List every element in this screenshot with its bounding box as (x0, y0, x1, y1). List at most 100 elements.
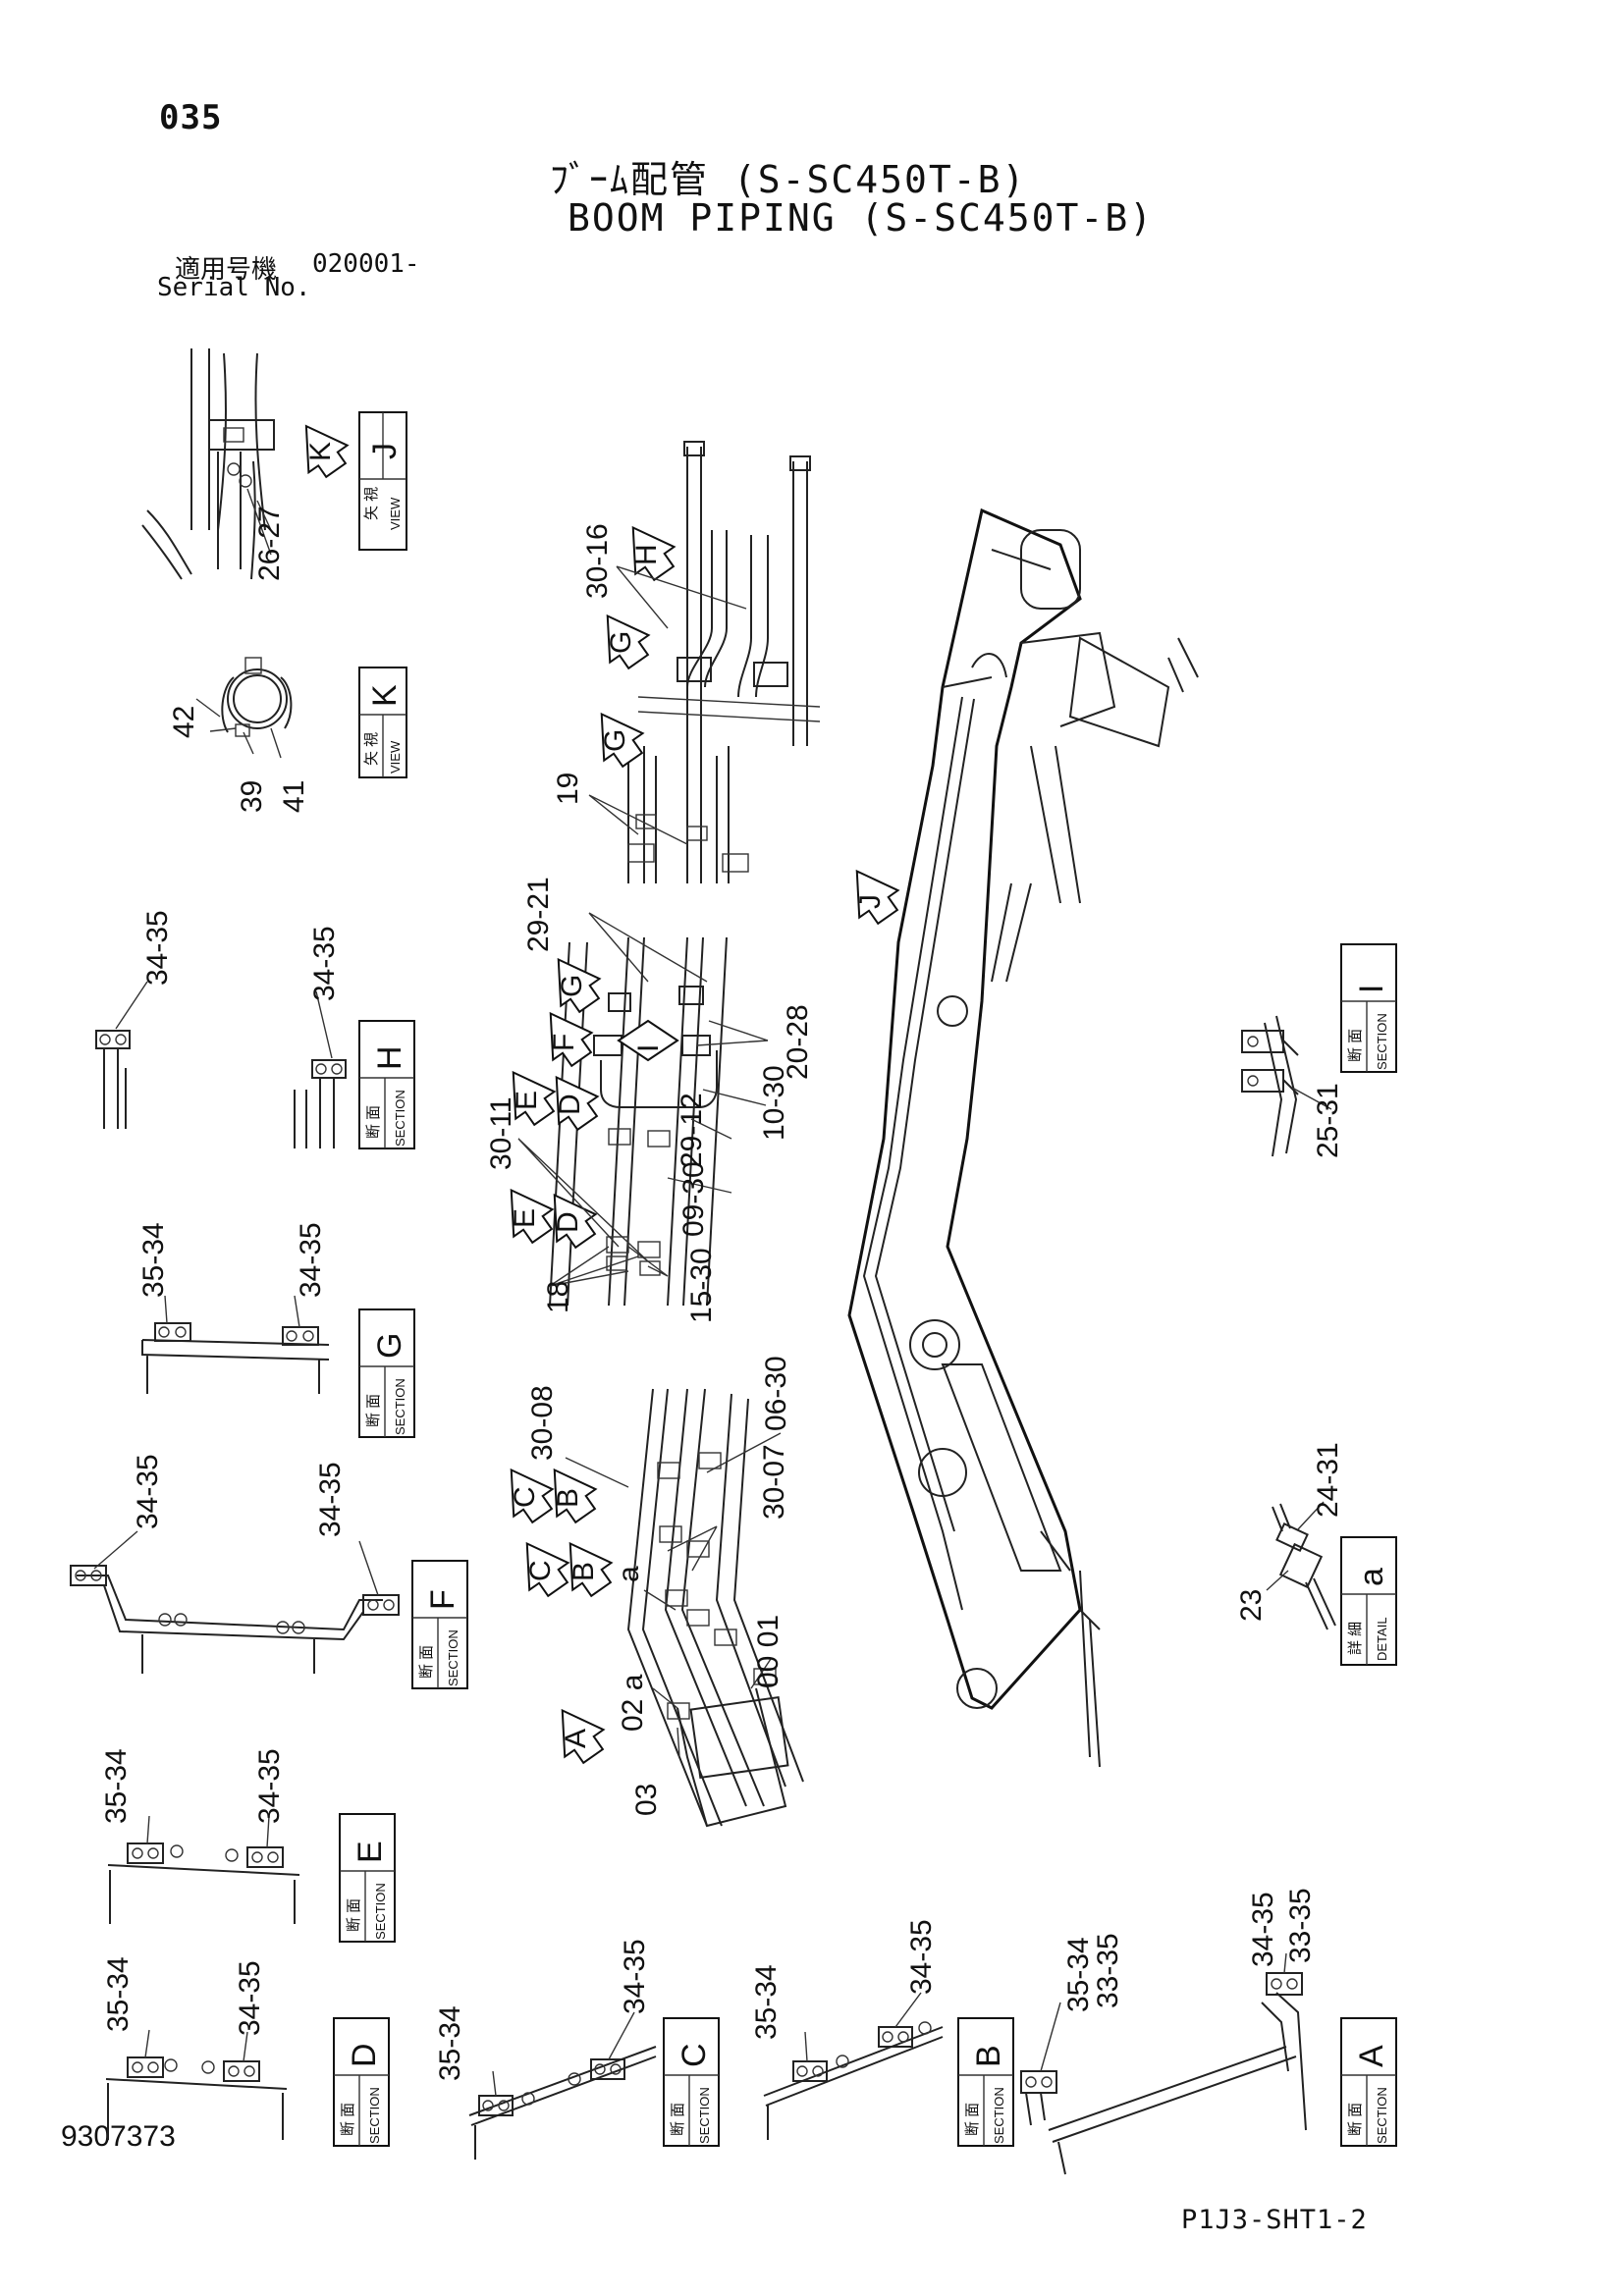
callout-06-30: 06-30 (760, 1356, 792, 1431)
svg-text:断 面: 断 面 (964, 2103, 981, 2136)
svg-text:I: I (1353, 985, 1390, 993)
svg-text:G: G (605, 631, 637, 654)
callout-33-35-left: 33-35 (1092, 1933, 1124, 2008)
svg-text:C: C (509, 1486, 541, 1508)
serial-value: 020001- (312, 249, 420, 279)
svg-text:J: J (854, 894, 887, 909)
svg-text:G: G (556, 975, 588, 997)
callout-23: 23 (1235, 1589, 1268, 1622)
callout-20-28: 20-28 (782, 1004, 814, 1080)
svg-text:B: B (970, 2045, 1007, 2067)
section-f-sketch (70, 1565, 400, 1674)
callout-c-left: 35-34 (434, 2005, 466, 2081)
callout-29-12: 29-12 (676, 1093, 708, 1168)
label-box-section-i: 断 面 SECTION I (1340, 943, 1397, 1073)
svg-text:E: E (511, 1091, 543, 1110)
label-box-section-h: 断 面 SECTION H (358, 1020, 415, 1149)
svg-text:断 面: 断 面 (1347, 2103, 1364, 2136)
svg-text:断 面: 断 面 (340, 2103, 356, 2136)
callout-e-left: 35-34 (100, 1748, 133, 1824)
svg-text:断 面: 断 面 (365, 1394, 382, 1427)
serial-label-en: Serial No. (157, 273, 311, 302)
view-arrow-c-lower: C (524, 1541, 570, 1598)
callout-10-30: 10-30 (758, 1065, 790, 1141)
view-arrow-g-upper: G (605, 614, 651, 670)
view-arrow-h: H (630, 525, 677, 582)
callout-19: 19 (552, 773, 584, 805)
svg-text:断 面: 断 面 (1347, 1029, 1364, 1062)
callout-39: 39 (236, 780, 268, 813)
view-j-detail (141, 348, 275, 580)
callout-d-left: 35-34 (102, 1956, 135, 2032)
callout-30-08: 30-08 (526, 1385, 559, 1461)
central-piping-lower (626, 1388, 804, 1828)
callout-30-11: 30-11 (485, 1096, 517, 1170)
svg-text:K: K (366, 684, 404, 707)
label-box-section-c: 断 面 SECTION C (663, 2017, 720, 2147)
callout-a-upper: a (613, 1566, 645, 1582)
callout-h-right: 34-35 (308, 926, 341, 1001)
section-e-sketch (107, 1842, 300, 1924)
document-number: 9307373 (61, 2120, 176, 2153)
view-k-clamp-detail (195, 657, 293, 737)
callout-g-left: 35-34 (137, 1222, 170, 1298)
svg-text:SECTION: SECTION (697, 2087, 712, 2144)
section-marker-i: I (617, 1019, 679, 1062)
svg-text:断 面: 断 面 (418, 1645, 435, 1679)
section-b-sketch (763, 2021, 944, 2140)
svg-text:D: D (346, 2043, 383, 2067)
svg-text:SECTION: SECTION (367, 2087, 382, 2144)
callout-02-a: 02 a (617, 1674, 649, 1732)
view-arrow-d-lower: D (552, 1193, 598, 1250)
svg-text:H: H (371, 1045, 408, 1070)
callout-h-left: 34-35 (141, 910, 174, 986)
callout-labels: 26-27 42 39 41 34-35 34-35 35-34 34-35 3… (100, 506, 1344, 2081)
serial-label-jp: 適用号機 (175, 255, 278, 285)
label-box-section-f: 断 面 SECTION F (411, 1560, 468, 1689)
callout-25-31: 25-31 (1312, 1083, 1344, 1158)
label-box-section-g: 断 面 SECTION G (358, 1308, 415, 1438)
section-d-sketch (105, 2056, 288, 2140)
callout-09-30: 09-30 (677, 1161, 710, 1237)
boom-outline (847, 507, 1199, 1768)
page-title-jp: ﾌﾞｰﾑ配管 (S-SC450T-B) (550, 158, 1027, 201)
svg-text:SECTION: SECTION (393, 1378, 407, 1435)
svg-text:K: K (304, 442, 337, 461)
svg-text:H: H (630, 544, 663, 565)
callout-f-right: 34-35 (314, 1462, 347, 1537)
callout-30-16: 30-16 (581, 523, 614, 599)
callout-29-21: 29-21 (522, 877, 555, 952)
callout-b-left: 35-34 (750, 1964, 783, 2040)
svg-text:断 面: 断 面 (670, 2103, 686, 2136)
callout-41: 41 (278, 780, 310, 813)
svg-text:D: D (554, 1094, 586, 1115)
svg-text:DETAIL: DETAIL (1375, 1617, 1389, 1661)
view-arrow-b-lower: B (568, 1541, 614, 1598)
label-box-section-e: 断 面 SECTION E (339, 1813, 396, 1943)
svg-text:矢 視: 矢 視 (363, 487, 380, 520)
svg-text:J: J (366, 443, 404, 459)
callout-24-31: 24-31 (1312, 1442, 1344, 1518)
label-box-section-b: 断 面 SECTION B (957, 2017, 1014, 2147)
svg-text:F: F (424, 1589, 461, 1610)
svg-text:SECTION: SECTION (446, 1629, 460, 1686)
svg-text:断 面: 断 面 (365, 1105, 382, 1139)
callout-b-right: 34-35 (905, 1919, 938, 1995)
callout-18: 18 (542, 1281, 574, 1313)
svg-text:B: B (552, 1488, 584, 1508)
svg-text:G: G (371, 1333, 408, 1359)
callout-00-01: 00 01 (752, 1615, 785, 1688)
label-box-detail-a: 詳 細 DETAIL a (1340, 1536, 1397, 1666)
view-arrow-k: K (304, 424, 350, 479)
svg-text:SECTION: SECTION (1375, 1013, 1389, 1070)
svg-text:I: I (632, 1044, 665, 1052)
svg-text:詳 細: 詳 細 (1347, 1622, 1364, 1655)
section-g-sketch (141, 1322, 330, 1394)
view-arrow-f: F (548, 1011, 594, 1068)
callout-33-35-right: 33-35 (1284, 1888, 1317, 1963)
leader-lines (93, 488, 1332, 2097)
svg-text:E: E (352, 1841, 389, 1863)
svg-text:SECTION: SECTION (1375, 2087, 1389, 2144)
svg-text:A: A (560, 1729, 592, 1748)
